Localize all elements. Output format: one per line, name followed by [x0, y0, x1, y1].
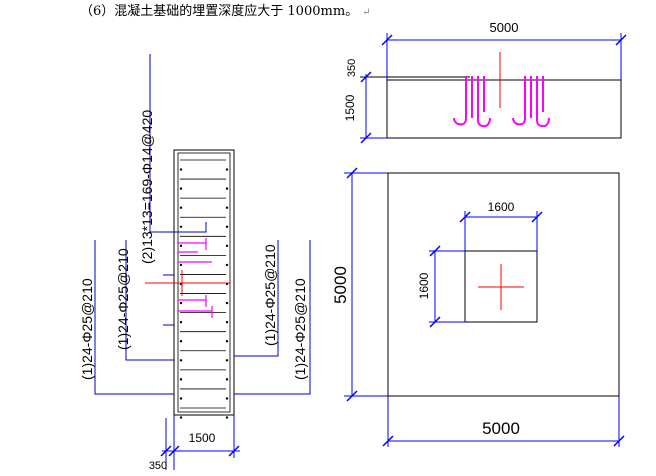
center-rebar-label: (2)13*13=169-Φ14@420 — [139, 110, 155, 264]
leader-center — [149, 54, 207, 233]
rebar-dot — [225, 263, 229, 267]
rebar-dot — [179, 187, 183, 190]
hook-rebar-5 — [512, 76, 526, 126]
elev-tick-right — [615, 34, 627, 46]
section-leaders — [94, 54, 311, 395]
rebar-dot — [225, 378, 229, 381]
section-magenta-bars — [178, 238, 213, 318]
elev-tick-left — [381, 34, 393, 46]
rebar-dot — [179, 416, 183, 419]
rebar-dot — [225, 397, 229, 400]
elev-height-label: 1500 — [343, 94, 357, 121]
plan-inner-tick-b — [429, 316, 441, 328]
plan-inner-height-label: 1600 — [417, 272, 431, 299]
header-line: （6）混凝土基础的埋置深度应大于 1000mm。 — [80, 4, 359, 19]
section-tick-offset — [160, 445, 172, 457]
rebar-dot — [179, 263, 183, 267]
elevation-view: 5000 350 1500 — [343, 20, 627, 144]
plan-outer-tick-t — [346, 167, 358, 179]
plan-inner-tick-l — [459, 211, 471, 223]
rebar-dot — [225, 359, 229, 362]
column-stirrups — [180, 159, 226, 409]
rebar-dot — [225, 168, 229, 171]
plan-inner-tick-r — [531, 211, 543, 223]
section-view: (2)13*13=169-Φ14@420 (1)24-Φ25@210 (1)24… — [79, 54, 311, 472]
rebar-dot — [179, 320, 183, 324]
elev-footing-body — [386, 79, 622, 139]
rebar-dot — [225, 301, 229, 305]
rebar-dot — [225, 187, 229, 190]
rebar-dot — [179, 225, 183, 228]
return-mark-icon: ↵ — [362, 7, 371, 18]
plan-outer-square — [387, 172, 620, 397]
rebar-dot — [225, 416, 229, 419]
right-outer-rebar-label: (1)24-Φ25@210 — [292, 278, 308, 380]
column-rebar-dots — [179, 168, 229, 419]
rebar-dot — [225, 340, 229, 343]
hook-rebar-1 — [453, 76, 467, 126]
rebar-dot — [179, 340, 183, 343]
right-inner-rebar-label: (1)24-Φ25@210 — [262, 244, 278, 346]
rebar-dot — [179, 168, 183, 171]
rebar-dot — [179, 244, 183, 248]
plan-inner-tick-t — [429, 245, 441, 257]
section-offset-label: 350 — [149, 460, 167, 472]
plan-view: 1600 1600 5000 5000 — [331, 167, 625, 447]
section-tick-l — [168, 445, 180, 457]
left-outer-rebar-label: (1)24-Φ25@210 — [79, 278, 95, 380]
plan-inner-square — [464, 250, 538, 323]
plan-outer-tick-r — [613, 435, 625, 447]
plan-outer-tick-l — [382, 435, 394, 447]
rebar-dot — [179, 359, 183, 362]
plan-inner-width-label: 1600 — [488, 200, 515, 214]
plan-outer-tick-b — [346, 390, 358, 402]
hook-rebar-7 — [536, 76, 550, 128]
rebar-dot — [179, 206, 183, 209]
header-text: （6）混凝土基础的埋置深度应大于 1000mm。 ↵ — [80, 0, 371, 19]
rebar-dot — [225, 320, 229, 324]
rebar-dot — [225, 225, 229, 228]
hook-rebar-3 — [477, 76, 491, 128]
plan-outer-width-label: 5000 — [482, 419, 520, 438]
elev-height-tick-top — [360, 71, 372, 83]
leader-right-outer — [234, 240, 311, 395]
rebar-dot — [179, 378, 183, 381]
elev-width-label: 5000 — [490, 20, 519, 35]
leader-right-inner — [234, 240, 279, 357]
elev-hook-rebars — [453, 76, 550, 128]
section-tick-r — [228, 445, 240, 457]
elev-cap-label: 350 — [346, 59, 358, 77]
leader-left-outer — [94, 240, 174, 395]
rebar-dot — [179, 397, 183, 400]
elev-height-tick-bottom — [360, 132, 372, 144]
plan-outer-height-label: 5000 — [331, 266, 350, 304]
left-inner-rebar-label: (1)24-Φ25@210 — [115, 248, 131, 350]
leader-left-inner — [125, 240, 174, 361]
section-width-label: 1500 — [189, 431, 216, 445]
rebar-dot — [179, 301, 183, 305]
rebar-dot — [225, 206, 229, 209]
rebar-dot — [225, 244, 229, 248]
